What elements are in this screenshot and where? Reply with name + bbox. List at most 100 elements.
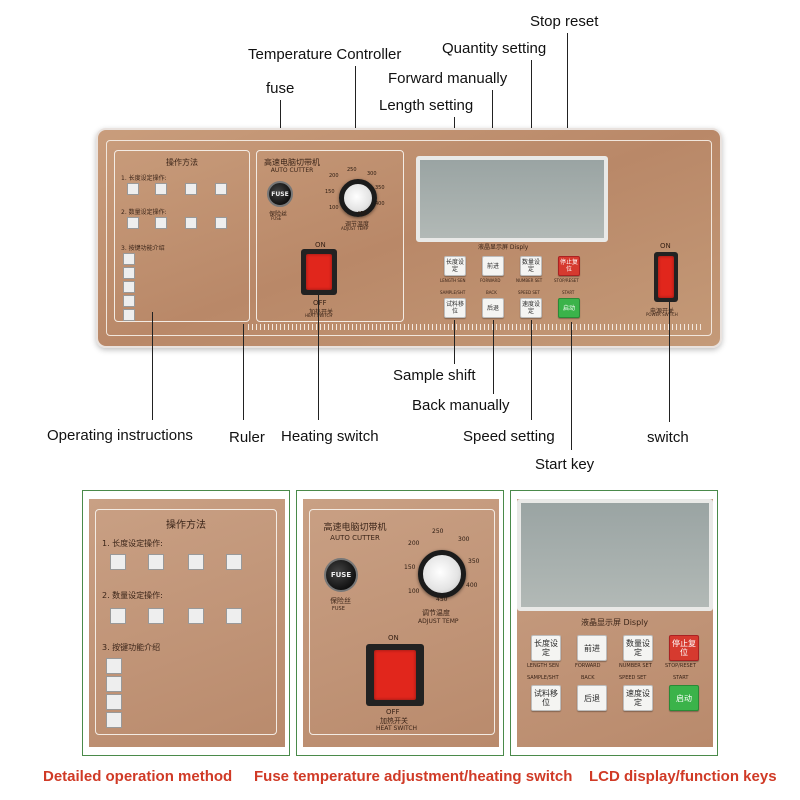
instruction-key (127, 217, 139, 229)
tile-step-2: 2. 数量设定操作: (102, 591, 163, 600)
leader-heating-switch (318, 292, 319, 420)
power-switch[interactable] (654, 252, 678, 302)
caption-lcd-keys: LCD display/function keys (589, 768, 777, 785)
tile-length-set-key-label: 长度设定 (534, 639, 558, 657)
tile-instruction-key (106, 676, 122, 692)
tile-brand-en: AUTO CUTTER (330, 534, 380, 542)
tile-sample-shift-key[interactable]: 试料移位 (531, 685, 561, 711)
callout-forward-manually: Forward manually (388, 70, 508, 87)
length-set-key[interactable]: 长度设定 (444, 256, 466, 276)
lcd-display (416, 156, 608, 242)
sample-shift-key[interactable]: 试料移位 (444, 298, 466, 318)
tile-instruction-key (110, 608, 126, 624)
tile-step-1: 1. 长度设定操作: (102, 539, 163, 548)
tile-dial-en: ADJUST TEMP (418, 618, 459, 625)
tile-fuse-cn: 保险丝 (330, 597, 351, 605)
tile-start-key[interactable]: 启动 (669, 685, 699, 711)
speed-set-key-label: 速度设定 (521, 301, 540, 315)
tile-start-key-label: 启动 (676, 693, 692, 703)
key-caption: FORWARD (480, 278, 501, 283)
number-set-key[interactable]: 数量设定 (520, 256, 542, 276)
auto-cutter-box: 高速电脑切带机 AUTO CUTTER FUSE 保险丝 FUSE 100 15… (256, 150, 404, 322)
dial-number: 250 (347, 167, 357, 173)
heat-cn: 加热开关 (309, 309, 334, 316)
speed-set-key[interactable]: 速度设定 (520, 298, 542, 318)
leader-ruler (243, 324, 244, 420)
fuse-cn: 保险丝 (269, 211, 288, 218)
power-en: POWER SWITCH (646, 312, 678, 317)
instruction-step-3: 3. 按键功能介绍 (121, 245, 165, 252)
tile-forward-key[interactable]: 前进 (577, 635, 607, 661)
heating-switch[interactable] (301, 249, 337, 295)
instructions-box: 操作方法 1. 长度设定操作: 2. 数量设定操作: 3. 按键功能介绍 (114, 150, 250, 322)
start-key[interactable]: 启动 (558, 298, 580, 318)
tile-length-set-key[interactable]: 长度设定 (531, 635, 561, 661)
key-caption: SPEED SET (518, 290, 540, 295)
tile-heat-cn: 加热开关 (380, 717, 408, 725)
ruler (248, 324, 702, 330)
tile-instructions-box: 操作方法 1. 长度设定操作: 2. 数量设定操作: 3. 按键功能介绍 (95, 509, 277, 735)
tile-speed-set-key[interactable]: 速度设定 (623, 685, 653, 711)
tile-heating-switch[interactable] (366, 644, 424, 706)
key-caption: START (562, 290, 575, 295)
dial-number: 200 (329, 173, 339, 179)
dial-number: 150 (325, 189, 335, 195)
tile-temperature-dial-knob[interactable] (418, 550, 466, 598)
instruction-key (123, 267, 135, 279)
length-set-key-label: 长度设定 (445, 259, 464, 273)
tile-key-caption: BACK (581, 675, 595, 681)
panel-inner-border (106, 140, 712, 336)
callout-fuse: fuse (266, 80, 295, 97)
tile-heat-en: HEAT SWITCH (376, 725, 418, 732)
detail-tile-heating: 高速电脑切带机 AUTO CUTTER FUSE 保险丝 FUSE 100 15… (296, 490, 504, 756)
tile-display-label: 液晶显示屏 Disply (581, 618, 649, 627)
tile-key-caption: STOP/RESET (665, 663, 696, 669)
tile-number-set-key-label: 数量设定 (626, 639, 650, 657)
tile-back-key[interactable]: 后退 (577, 685, 607, 711)
key-caption: SAMPLE/SHT (440, 290, 466, 295)
tile-brand-cn: 高速电脑切带机 (323, 523, 387, 533)
temperature-dial-knob[interactable] (339, 179, 377, 217)
heat-off-label: OFF (313, 299, 327, 307)
tile-dial-number: 200 (408, 540, 420, 547)
tile-dial-number: 300 (458, 536, 470, 543)
tile-heating-switch-rocker (374, 650, 416, 700)
callout-ruler: Ruler (229, 429, 265, 446)
detail-tile-instructions: 操作方法 1. 长度设定操作: 2. 数量设定操作: 3. 按键功能介绍 (82, 490, 290, 756)
instruction-key (215, 183, 227, 195)
tile-heat-off-label: OFF (386, 708, 400, 716)
instruction-key (155, 183, 167, 195)
callout-back-manually: Back manually (412, 397, 510, 414)
leader-back-manually (493, 320, 494, 394)
tile-speed-set-key-label: 速度设定 (626, 689, 650, 707)
stop-reset-key[interactable]: 停止复位 (558, 256, 580, 276)
callout-start-key: Start key (535, 456, 595, 473)
callout-temperature-controller: Temperature Controller (248, 46, 402, 63)
tile-key-caption: START (673, 675, 689, 681)
detail-tile-lcd: 液晶显示屏 Disply 长度设定 前进 数量设定 停止复位 LENGTH SE… (510, 490, 718, 756)
tile-dial-number: 400 (466, 582, 478, 589)
tile-fuse-en: FUSE (332, 606, 345, 612)
back-key[interactable]: 后退 (482, 298, 504, 318)
callout-operating-instructions: Operating instructions (47, 427, 193, 444)
tile-instruction-key (106, 658, 122, 674)
tile-fuse-holder[interactable]: FUSE (324, 558, 358, 592)
tile-instructions-title: 操作方法 (166, 520, 206, 531)
tile-number-set-key[interactable]: 数量设定 (623, 635, 653, 661)
tile-instruction-key (226, 554, 242, 570)
dial-number: 300 (367, 171, 377, 177)
caption-fuse-heating: Fuse temperature adjustment/heating swit… (254, 768, 573, 785)
power-cn: 电源开关 (650, 308, 675, 315)
tile-stop-reset-key[interactable]: 停止复位 (669, 635, 699, 661)
tile-stop-reset-key-label: 停止复位 (672, 639, 696, 657)
tile-instruction-key (106, 712, 122, 728)
power-switch-rocker (658, 256, 674, 298)
instruction-key (215, 217, 227, 229)
key-caption: BACK (486, 290, 497, 295)
tile-sample-shift-key-label: 试料移位 (534, 689, 558, 707)
tile-key-caption: SAMPLE/SHT (527, 675, 559, 681)
forward-key[interactable]: 前进 (482, 256, 504, 276)
dial-cn: 调节温度 (345, 221, 370, 228)
tile-back-key-label: 后退 (584, 693, 600, 703)
fuse-holder[interactable]: FUSE (267, 181, 293, 207)
